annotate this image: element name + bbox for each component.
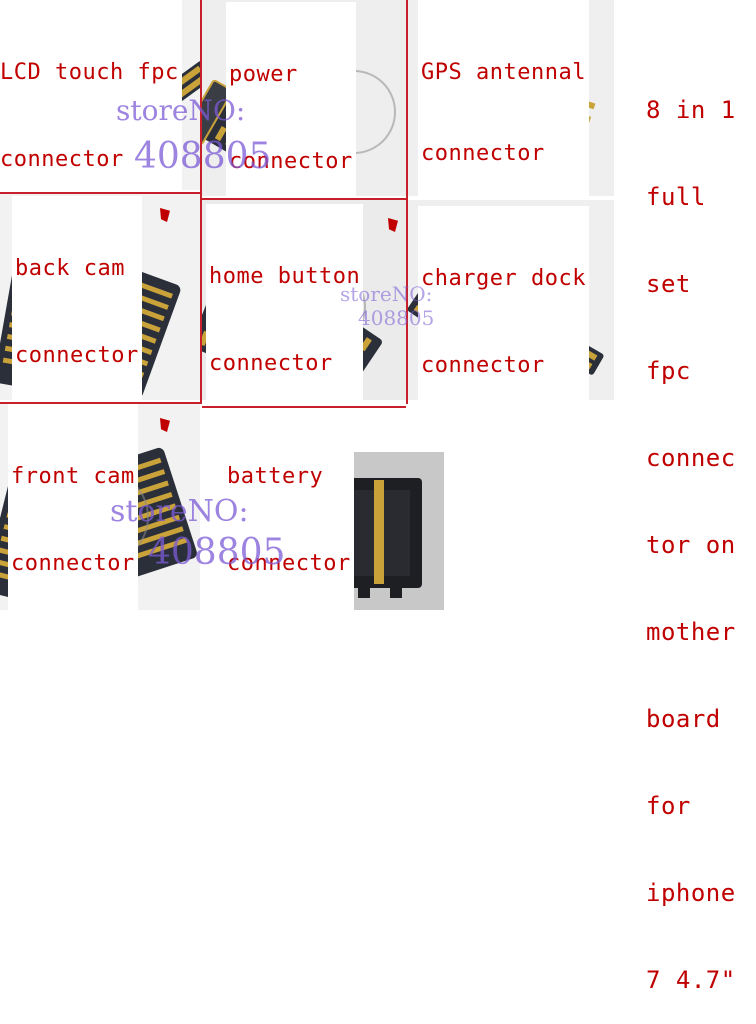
power-connector-photo: power connector (202, 0, 406, 196)
red-mark (160, 208, 170, 222)
watermark-store: storeNO: (110, 494, 249, 529)
red-mark (388, 218, 398, 232)
battery-connector-photo: battery connector (202, 404, 614, 610)
watermark-number: 408805 (148, 532, 286, 573)
lcd-label: LCD touch fpc connector (0, 0, 182, 190)
watermark-store: storeNO: (340, 282, 433, 306)
home-button-connector-photo: home button connector (202, 200, 406, 400)
page-title: 8 in 1 full set fpc connec tor on mother… (646, 96, 736, 994)
watermark-number: 408805 (134, 136, 272, 177)
charger-dock-connector-photo: charger dock connector (408, 200, 614, 400)
divider (202, 406, 406, 408)
gps-label: GPS antennal connector (418, 0, 589, 196)
front-cam-label: front cam connector (8, 404, 138, 610)
gps-connector-photo: GPS antennal connector (408, 0, 614, 196)
front-cam-connector-photo: front cam connector (0, 404, 200, 610)
watermark-store: storeNO: (116, 94, 246, 127)
back-cam-connector-photo: back cam connector (0, 194, 200, 400)
red-mark (160, 418, 170, 432)
battery-label: battery connector (224, 404, 354, 610)
back-cam-label: back cam connector (12, 196, 142, 400)
lcd-connector-photo: LCD touch fpc connector (0, 0, 200, 190)
divider (200, 0, 202, 404)
divider (406, 0, 408, 404)
divider (0, 402, 200, 404)
charger-dock-label: charger dock connector (418, 206, 589, 400)
divider (0, 192, 200, 194)
watermark-number: 408805 (358, 306, 435, 330)
home-button-label: home button connector (206, 204, 364, 400)
power-label: power connector (226, 2, 356, 196)
divider (202, 198, 406, 200)
